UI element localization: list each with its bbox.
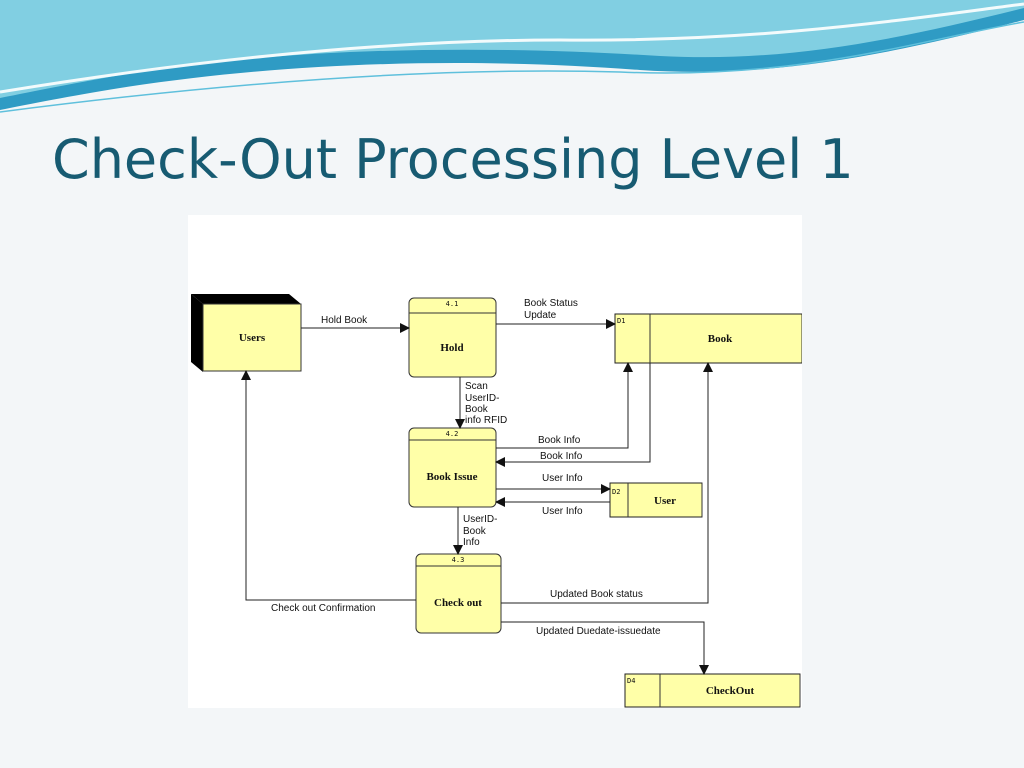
flow-userid-book-info-label-2: Book: [463, 526, 487, 537]
process-check-out-label: Check out: [434, 597, 482, 609]
flow-userid-book-info-label-3: Info: [463, 537, 480, 548]
flow-user-info-from-store: User Info: [495, 497, 610, 517]
flow-userid-book-info: UserID- Book Info: [453, 507, 497, 555]
flow-book-info-from-store: Book Info: [495, 363, 651, 467]
header-wave-light: [0, 0, 1024, 98]
process-book-issue-label: Book Issue: [426, 471, 477, 483]
flow-check-out-confirmation-label: Check out Confirmation: [271, 603, 376, 614]
flow-hold-book: Hold Book: [301, 315, 410, 333]
process-book-issue-id: 4.2: [446, 430, 459, 438]
data-flow-diagram: Users 4.1 Hold 4.2 Book Issue 4.3 Check …: [191, 294, 802, 708]
flow-user-info-from-store-label: User Info: [542, 506, 583, 517]
flow-book-info-to-store: Book Info: [496, 362, 633, 449]
flow-scan-label-3: Book: [465, 404, 489, 415]
flow-check-out-confirmation: Check out Confirmation: [241, 370, 416, 614]
flow-scan-label-4: info RFID: [465, 415, 507, 426]
external-entity-users: Users: [191, 294, 302, 372]
slide-title: Check-Out Processing Level 1: [52, 128, 854, 191]
flow-updated-duedate-issuedate-label: Updated Duedate-issuedate: [536, 626, 661, 637]
flow-user-info-to-store-label: User Info: [542, 473, 583, 484]
process-hold: 4.1 Hold: [408, 297, 497, 378]
flow-scan-userid-book-info: Scan UserID- Book info RFID: [455, 377, 507, 429]
data-store-book: D1 Book: [614, 313, 802, 364]
flow-book-status-update: Book Status Update: [496, 298, 616, 329]
data-store-user: D2 User: [609, 482, 703, 518]
process-check-out: 4.3 Check out: [415, 553, 502, 634]
flow-updated-duedate-issuedate: Updated Duedate-issuedate: [501, 621, 709, 675]
flow-userid-book-info-label-1: UserID-: [463, 514, 497, 525]
process-check-out-id: 4.3: [452, 556, 465, 564]
flow-hold-book-label: Hold Book: [321, 315, 368, 326]
flow-book-info-from-store-label: Book Info: [540, 451, 583, 462]
flow-scan-label-2: UserID-: [465, 393, 499, 404]
flow-scan-label-1: Scan: [465, 381, 488, 392]
users-label: Users: [239, 332, 266, 344]
data-store-book-id: D1: [617, 317, 625, 325]
header-wave-highlight: [0, 2, 1024, 94]
flow-user-info-to-store: User Info: [496, 473, 611, 494]
flow-book-status-update-label-1: Book Status: [524, 298, 578, 309]
flow-book-status-update-label-2: Update: [524, 310, 557, 321]
header-wave-line: [0, 21, 1024, 113]
data-store-checkout-label: CheckOut: [706, 685, 755, 697]
data-store-user-id: D2: [612, 488, 620, 496]
data-store-checkout-id: D4: [627, 677, 635, 685]
flow-updated-book-status-label: Updated Book status: [550, 589, 643, 600]
data-store-user-label: User: [654, 495, 676, 507]
data-store-book-label: Book: [708, 333, 733, 345]
flow-updated-book-status: Updated Book status: [501, 362, 713, 604]
process-hold-label: Hold: [440, 342, 463, 354]
process-hold-id: 4.1: [446, 300, 459, 308]
flow-book-info-to-store-label: Book Info: [538, 435, 581, 446]
data-store-checkout: D4 CheckOut: [624, 673, 801, 708]
process-book-issue: 4.2 Book Issue: [408, 427, 497, 508]
